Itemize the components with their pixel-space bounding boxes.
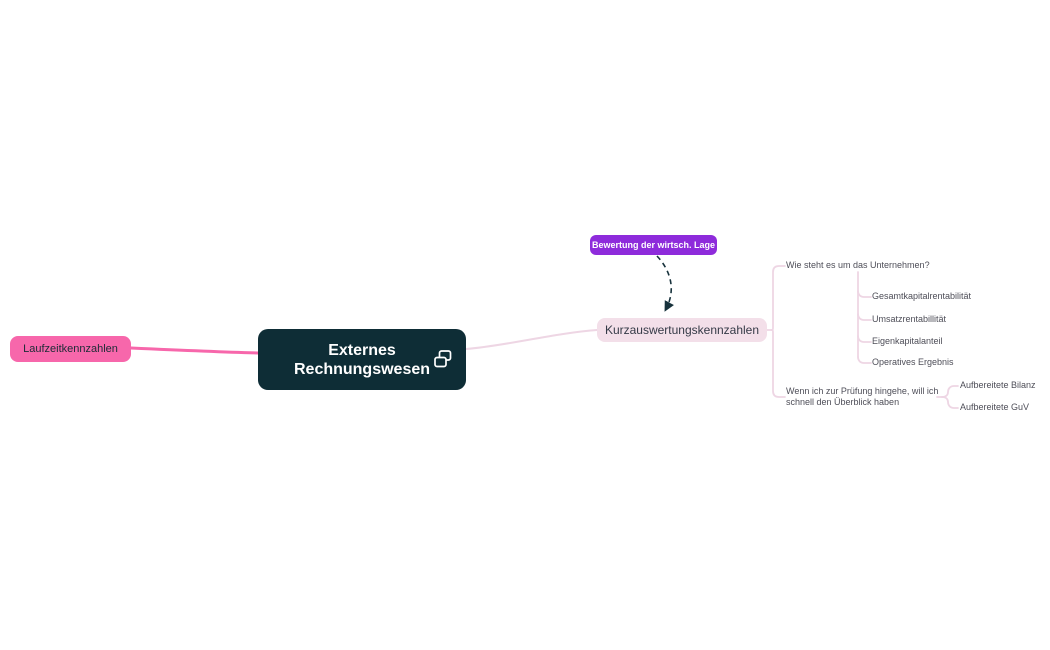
node-eigenkapitalanteil[interactable]: Eigenkapitalanteil xyxy=(872,336,943,346)
node-operatives-ergebnis[interactable]: Operatives Ergebnis xyxy=(872,357,954,367)
node-wenn-pruefung-ueberblick[interactable]: Wenn ich zur Prüfung hingehe, will ich s… xyxy=(786,386,939,407)
node-aufbereitete-bilanz[interactable]: Aufbereitete Bilanz xyxy=(960,380,1036,390)
connector-metric-2 xyxy=(857,313,872,321)
connector-metric-1 xyxy=(857,290,872,298)
connector-metric-4 xyxy=(857,356,872,364)
connector-kurzauswertung xyxy=(465,329,598,350)
relationship-arrow[interactable] xyxy=(656,255,674,312)
node-bewertung-wirtsch-lage[interactable]: Bewertung der wirtsch. Lage xyxy=(590,235,717,255)
node-wie-steht-unternehmen[interactable]: Wie steht es um das Unternehmen? xyxy=(786,260,930,270)
node-aufbereitete-guv[interactable]: Aufbereitete GuV xyxy=(960,402,1030,412)
node-gesamtkapitalrentabilitaet[interactable]: Gesamtkapitalrentabilität xyxy=(872,291,972,301)
linked-maps-icon[interactable] xyxy=(432,349,454,369)
node-label: Kurzauswertungskennzahlen xyxy=(604,323,760,337)
node-label: Bewertung der wirtsch. Lage xyxy=(591,240,716,250)
node-kurzauswertungskennzahlen[interactable]: Kurzauswertungskennzahlen xyxy=(597,318,767,342)
node-externes-rechnungswesen[interactable]: Externes Rechnungswesen xyxy=(258,329,466,390)
connector-laufzeit xyxy=(129,346,260,355)
node-umsatzrentabilitaet[interactable]: Umsatzrentabillität xyxy=(872,314,947,324)
node-laufzeitkennzahlen[interactable]: Laufzeitkennzahlen xyxy=(10,336,131,362)
connector-kurz-up xyxy=(771,265,786,331)
connector-kurz-down xyxy=(771,329,786,398)
node-label: Laufzeitkennzahlen xyxy=(23,343,118,355)
central-title-line1: Externes xyxy=(328,341,396,359)
central-title-line2: Rechnungswesen xyxy=(293,360,431,378)
connector-metric-3 xyxy=(857,335,872,343)
